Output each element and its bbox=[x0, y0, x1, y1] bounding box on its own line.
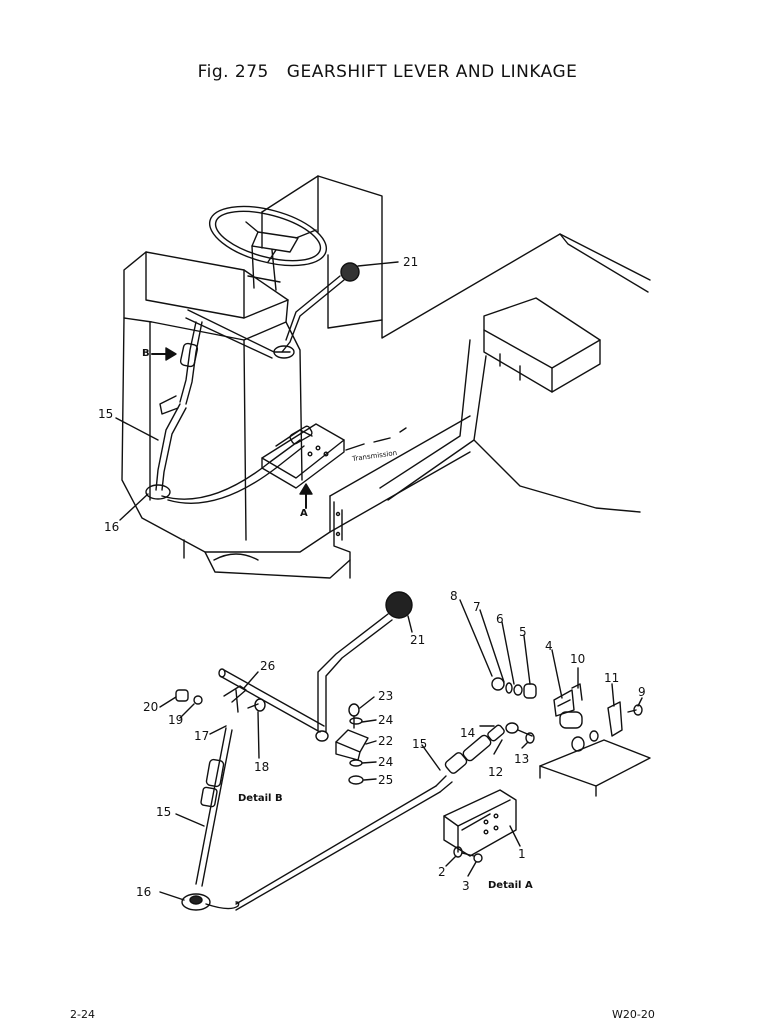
callout-8: 8 bbox=[450, 589, 458, 603]
callout-9: 9 bbox=[638, 685, 646, 699]
callout-2: 2 bbox=[438, 865, 446, 879]
callout-12: 12 bbox=[488, 765, 504, 779]
callout-6: 6 bbox=[496, 612, 504, 626]
callout-13: 13 bbox=[514, 752, 530, 766]
figure-number: Fig. 275 bbox=[197, 62, 269, 82]
callout-15-overview: 15 bbox=[98, 407, 114, 421]
callout-24-upper: 24 bbox=[378, 713, 394, 727]
callout-25: 25 bbox=[378, 773, 394, 787]
callout-19: 19 bbox=[168, 713, 184, 727]
callout-21: 21 bbox=[410, 633, 426, 647]
view-a-marker: A bbox=[300, 508, 308, 519]
callout-1: 1 bbox=[518, 847, 526, 861]
callout-24-lower: 24 bbox=[378, 755, 394, 769]
callout-15: 15 bbox=[156, 805, 172, 819]
figure-caption: GEARSHIFT LEVER AND LINKAGE bbox=[286, 62, 578, 82]
callout-5: 5 bbox=[519, 625, 527, 639]
callout-16-overview: 16 bbox=[104, 520, 120, 534]
callout-21-overview: 21 bbox=[403, 255, 419, 269]
detail-a-caption: Detail A bbox=[488, 880, 533, 891]
callout-22: 22 bbox=[378, 734, 394, 748]
detail-b-caption: Detail B bbox=[238, 793, 283, 804]
detail-b-illustration bbox=[160, 592, 440, 910]
callout-18: 18 bbox=[254, 760, 270, 774]
callout-15-detail-a: 15 bbox=[412, 737, 428, 751]
callout-23: 23 bbox=[378, 689, 394, 703]
callout-10: 10 bbox=[570, 652, 586, 666]
callout-11: 11 bbox=[604, 671, 620, 685]
callout-17: 17 bbox=[194, 729, 210, 743]
callout-14: 14 bbox=[460, 726, 476, 740]
callout-4: 4 bbox=[545, 639, 553, 653]
page-number: 2-24 bbox=[70, 1008, 95, 1021]
figure-title: Fig. 275 GEARSHIFT LEVER AND LINKAGE bbox=[0, 62, 775, 82]
callout-16: 16 bbox=[136, 885, 152, 899]
callout-3: 3 bbox=[462, 879, 470, 893]
callout-26: 26 bbox=[260, 659, 276, 673]
callout-20: 20 bbox=[143, 700, 159, 714]
vehicle-overview-illustration bbox=[116, 176, 650, 578]
model-code: W20-20 bbox=[612, 1008, 655, 1021]
detail-a-illustration bbox=[422, 600, 650, 876]
callout-7: 7 bbox=[473, 600, 481, 614]
view-b-marker: B bbox=[142, 348, 150, 359]
